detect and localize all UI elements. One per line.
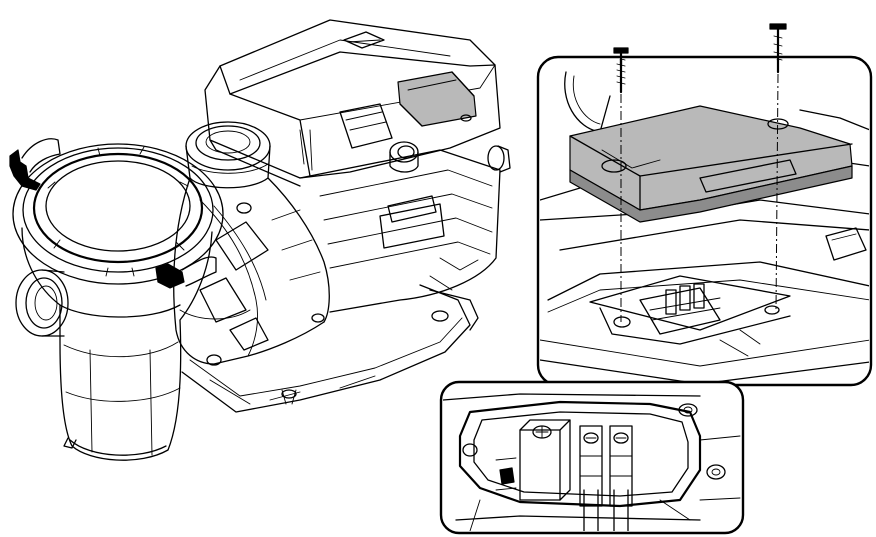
inlet-port	[15, 269, 69, 337]
pump-illustration	[9, 19, 511, 461]
callout2-mount-hole-right	[706, 464, 726, 480]
strainer-lid	[12, 143, 224, 285]
callout1-screw-right	[773, 59, 783, 74]
pump-volute	[173, 177, 330, 366]
callout1-wiring-cover	[569, 105, 853, 223]
pump-base	[181, 284, 479, 413]
callout1-alignment-line-right	[775, 73, 779, 311]
screw-head-right	[769, 23, 787, 62]
callout2-mount-hole-left	[462, 443, 478, 457]
wiring-cover-main	[397, 71, 477, 127]
motor-body	[299, 145, 511, 313]
callout-terminal-closeup	[439, 380, 745, 535]
lid-handle-right	[155, 256, 217, 289]
drive-housing	[204, 19, 501, 187]
callout-cover-removal	[536, 23, 873, 387]
strainer-housing	[21, 227, 213, 461]
outlet-port	[185, 121, 271, 189]
lid-handle-left	[9, 138, 61, 191]
callout2-mount-hole-top	[678, 403, 698, 417]
callout2-terminals	[519, 419, 633, 531]
cable-gland	[389, 141, 419, 173]
screw-head-left	[613, 47, 629, 68]
callout2-label-chip	[499, 467, 515, 485]
callout1-terminal-block	[589, 275, 791, 357]
